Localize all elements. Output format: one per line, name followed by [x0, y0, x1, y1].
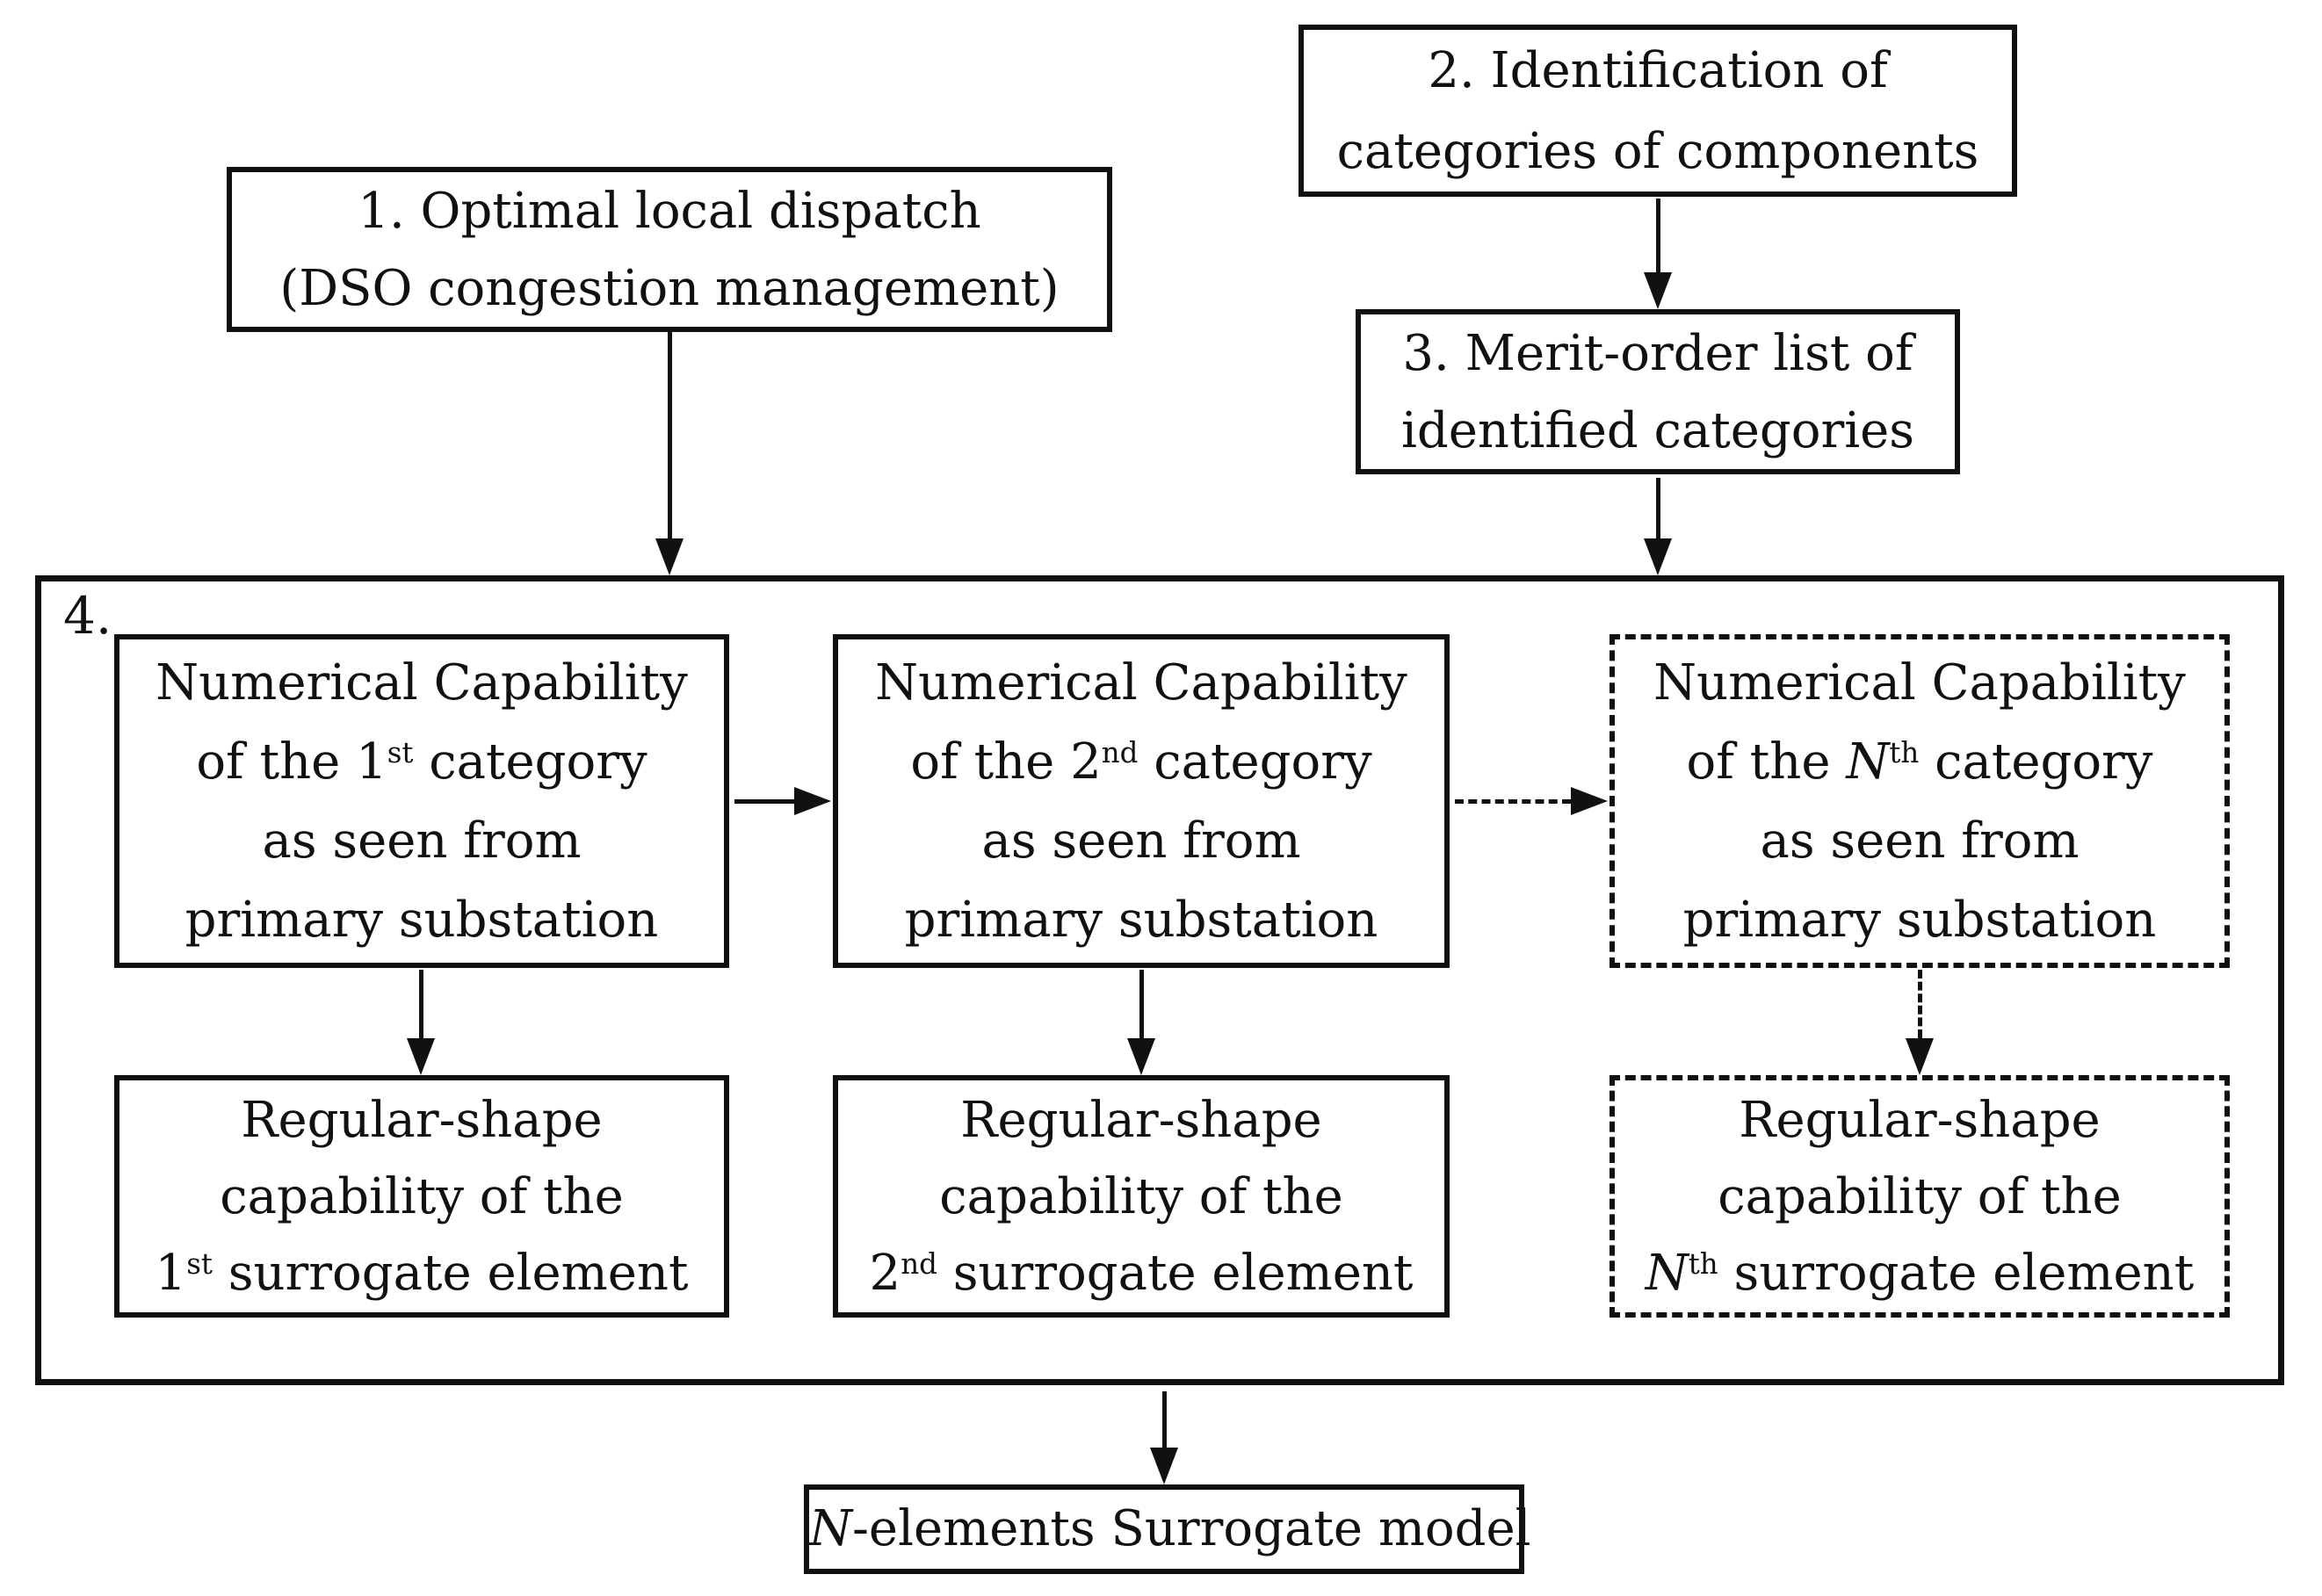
- regular-1-element: surrogate element: [212, 1245, 689, 1302]
- regular-n-ordinal: N: [1645, 1245, 1689, 1302]
- regular-1-line1: Regular-shape: [241, 1092, 603, 1149]
- regular-2-line2: capability of the: [939, 1168, 1343, 1225]
- arrow-stage4-to-result-head: [1150, 1448, 1178, 1484]
- regular-n-ordinal-line: Nth surrogate element: [1615, 1235, 2224, 1311]
- optimal-dispatch-line1: 1. Optimal local dispatch: [358, 183, 981, 240]
- numcap-1-of-the: of the: [196, 733, 357, 791]
- arrow-numcap2-to-numcapn-line: [1455, 799, 1571, 804]
- box-numerical-capability-2: Numerical Capability of the 2nd category…: [833, 634, 1450, 968]
- box-surrogate-model: N-elements Surrogate model: [804, 1484, 1531, 1574]
- numcap-1-line4: primary substation: [184, 892, 659, 949]
- numcap-n-of-the: of the: [1686, 733, 1847, 791]
- regular-2-element: surrogate element: [937, 1245, 1414, 1302]
- numcap-1-category: category: [413, 733, 647, 791]
- merit-order-line1: 3. Merit-order list of: [1402, 325, 1913, 382]
- numcap-n-ordinal: N: [1846, 733, 1890, 791]
- box-numerical-capability-1: Numerical Capability of the 1st category…: [114, 634, 729, 968]
- box-merit-order-list: 3. Merit-order list of identified catego…: [1356, 309, 1960, 474]
- merit-order-line2: identified categories: [1400, 402, 1915, 459]
- regular-n-line1: Regular-shape: [1739, 1092, 2101, 1149]
- optimal-dispatch-line2: (DSO congestion management): [279, 260, 1060, 317]
- regular-2-ordinal-suffix: nd: [901, 1247, 937, 1282]
- arrow-numcapn-to-regularn-line: [1918, 970, 1922, 1038]
- identification-line1: 2. Identification of: [1428, 42, 1888, 99]
- identification-line2: categories of components: [1336, 123, 1979, 180]
- regular-1-line2: capability of the: [220, 1168, 624, 1225]
- regular-2-line1: Regular-shape: [960, 1092, 1322, 1149]
- numcap-1-line3: as seen from: [262, 812, 582, 870]
- regular-1-ordinal: 1: [155, 1245, 187, 1302]
- arrow-identification-to-merit-head: [1644, 272, 1672, 309]
- box-regular-shape-1: Regular-shape capability of the 1st surr…: [114, 1075, 729, 1318]
- numcap-1-ordinal-suffix: st: [387, 736, 414, 770]
- arrow-stage4-to-result-line: [1162, 1391, 1167, 1448]
- box-regular-shape-n: Regular-shape capability of the Nth surr…: [1609, 1075, 2230, 1318]
- regular-2-ordinal: 2: [869, 1245, 901, 1302]
- numcap-n-ordinal-suffix: th: [1889, 736, 1920, 770]
- regular-n-element: surrogate element: [1718, 1245, 2195, 1302]
- surrogate-model-line: N-elements Surrogate model: [809, 1490, 1531, 1569]
- regular-2-ordinal-line: 2nd surrogate element: [838, 1235, 1444, 1311]
- arrow-identification-to-merit-line: [1656, 199, 1660, 272]
- numcap-2-line4: primary substation: [904, 892, 1378, 949]
- numcap-2-of-the: of the: [910, 733, 1071, 791]
- numcap-2-ordinal-line: of the 2nd category: [838, 723, 1444, 802]
- arrow-numcap2-to-regular2-line: [1139, 970, 1144, 1038]
- numcap-2-ordinal-suffix: nd: [1101, 736, 1139, 770]
- numcap-1-ordinal-line: of the 1st category: [119, 723, 724, 802]
- arrow-dispatch-to-stage4-line: [668, 332, 672, 538]
- arrow-dispatch-to-stage4-head: [655, 538, 684, 575]
- box-optimal-local-dispatch: 1. Optimal local dispatch (DSO congestio…: [227, 167, 1112, 332]
- surrogate-model-rest: -elements Surrogate model: [852, 1500, 1531, 1557]
- arrow-numcap2-to-regular2-head: [1127, 1038, 1155, 1075]
- arrow-numcap1-to-regular1-head: [407, 1038, 435, 1075]
- numcap-2-title: Numerical Capability: [875, 654, 1407, 711]
- regular-n-ordinal-suffix: th: [1688, 1247, 1718, 1282]
- regular-n-line2: capability of the: [1718, 1168, 2122, 1225]
- numcap-n-title: Numerical Capability: [1653, 654, 2186, 711]
- regular-1-ordinal-suffix: st: [186, 1247, 213, 1282]
- numcap-2-ordinal: 2: [1070, 733, 1102, 791]
- box-numerical-capability-n: Numerical Capability of the Nth category…: [1609, 634, 2230, 968]
- arrow-numcap1-to-numcap2-line: [734, 799, 794, 804]
- numcap-n-line3: as seen from: [1760, 812, 2080, 870]
- box-regular-shape-2: Regular-shape capability of the 2nd surr…: [833, 1075, 1450, 1318]
- arrow-merit-to-stage4-head: [1644, 538, 1672, 575]
- arrow-numcap2-to-numcapn-head: [1571, 787, 1608, 815]
- stage4-label: 4.: [63, 586, 112, 646]
- numcap-2-category: category: [1138, 733, 1372, 791]
- arrow-merit-to-stage4-line: [1656, 478, 1660, 538]
- numcap-n-ordinal-line: of the Nth category: [1615, 723, 2224, 802]
- numcap-n-line4: primary substation: [1682, 892, 2157, 949]
- regular-1-ordinal-line: 1st surrogate element: [119, 1235, 724, 1311]
- numcap-1-ordinal: 1: [356, 733, 387, 791]
- numcap-1-title: Numerical Capability: [156, 654, 688, 711]
- surrogate-model-n: N: [809, 1500, 852, 1557]
- box-identification-of-categories: 2. Identification of categories of compo…: [1298, 25, 2017, 197]
- arrow-numcap1-to-regular1-line: [419, 970, 423, 1038]
- arrow-numcap1-to-numcap2-head: [794, 787, 831, 815]
- numcap-2-line3: as seen from: [981, 812, 1301, 870]
- numcap-n-category: category: [1919, 733, 2153, 791]
- arrow-numcapn-to-regularn-head: [1906, 1038, 1934, 1075]
